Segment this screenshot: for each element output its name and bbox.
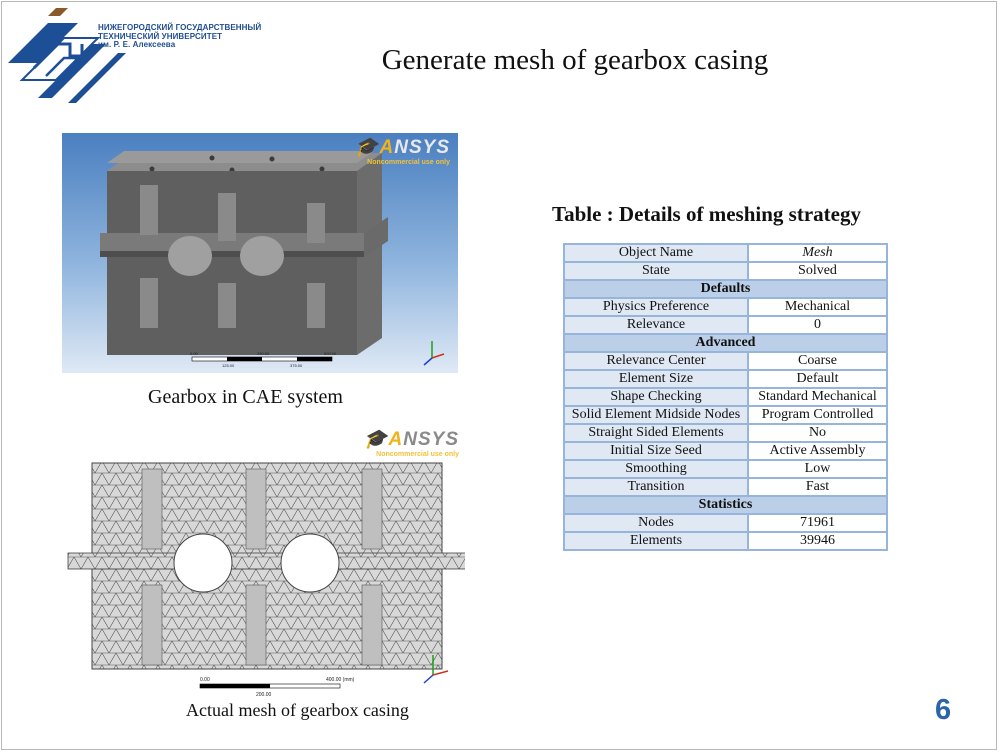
ansys-brand-a: A [388,429,404,450]
table-cell-label: Element Size [563,369,749,389]
table-cell-label: Nodes [563,513,749,533]
figure2-caption: Actual mesh of gearbox casing [186,700,409,720]
table-cell-label: Relevance [563,315,749,335]
slide-title: Generate mesh of gearbox casing [381,44,769,76]
table-cell-value: Default [747,369,888,389]
mortarboard-icon: 🎓 [354,137,380,158]
ansys-brand-b: NSYS [403,429,459,450]
table-cell-label: Initial Size Seed [563,441,749,461]
table-section-row: Statistics [563,495,888,515]
table-cell-value: Standard Mechanical [747,387,888,407]
university-line-3: им. Р. Е. Алексеева [98,40,176,49]
table-cell-value: Low [747,459,888,479]
table-cell-value: Mechanical [747,297,888,317]
scale-label-2: 500.00 [324,351,337,356]
university-line-1: НИЖЕГОРОДСКИЙ ГОСУДАРСТВЕННЫЙ [98,23,262,32]
table-cell-label: Shape Checking [563,387,749,407]
table-title: Table : Details of meshing strategy [552,202,861,226]
table-cell-value: Coarse [747,351,888,371]
university-name: НИЖЕГОРОДСКИЙ ГОСУДАРСТВЕННЫЙ ТЕХНИЧЕСКИ… [98,23,262,50]
table-cell-value: Mesh [747,243,888,263]
axis-triad-icon [423,655,449,684]
table-cell-label: Object Name [563,243,749,263]
table-cell-value: Fast [747,477,888,497]
table-cell-label: State [563,261,749,281]
axis-triad-icon [423,341,445,366]
scale-label-4: 375.00 [290,363,303,368]
mortarboard-icon: 🎓 [363,429,389,450]
ansys-brand-a: A [379,137,395,158]
scale-label-0: 0.00 [190,351,199,356]
ansys-note: Noncommercial use only [367,159,450,166]
table-cell-value: Solved [747,261,888,281]
page-number: 6 [935,694,952,726]
table-cell-value: No [747,423,888,443]
figure1-caption: Gearbox in CAE system [148,386,343,408]
table-cell-value: 39946 [747,531,888,551]
table-cell-value: 0 [747,315,888,335]
gearbox-mesh-image: 0.00 400.00 (mm) 200.00 🎓ANSYS Noncommer… [60,425,465,699]
table-section-header: Statistics [563,495,888,515]
table-cell-label: Straight Sided Elements [563,423,749,443]
table-cell-value: Program Controlled [747,405,888,425]
table-section-row: Advanced [563,333,888,353]
table-section-row: Defaults [563,279,888,299]
table-cell-label: Relevance Center [563,351,749,371]
ansys-watermark: 🎓ANSYS Noncommercial use only [364,427,459,458]
table-section-header: Defaults [563,279,888,299]
mesh-scale-left: 0.00 [200,677,210,683]
table-cell-value: 71961 [747,513,888,533]
mesh-scale-mid: 200.00 [256,692,272,698]
scale-label-3: 125.00 [222,363,235,368]
scale-label-1: 250.00 [257,351,270,356]
table-cell-label: Smoothing [563,459,749,479]
ansys-brand-b: NSYS [394,137,450,158]
university-line-2: ТЕХНИЧЕСКИЙ УНИВЕРСИТЕТ [98,31,223,41]
table-cell-label: Solid Element Midside Nodes [563,405,749,425]
ansys-note: Noncommercial use only [376,451,459,458]
table-cell-label: Physics Preference [563,297,749,317]
university-logo [8,8,126,103]
table-cell-label: Transition [563,477,749,497]
table-section-header: Advanced [563,333,888,353]
mesh-scale-right: 400.00 (mm) [326,677,355,683]
table-cell-label: Elements [563,531,749,551]
gearbox-geometry-image: 0.00 250.00 500.00 125.00 375.00 🎓ANSYS … [62,133,458,373]
ansys-watermark: 🎓ANSYS Noncommercial use only [355,135,450,166]
table-cell-value: Active Assembly [747,441,888,461]
